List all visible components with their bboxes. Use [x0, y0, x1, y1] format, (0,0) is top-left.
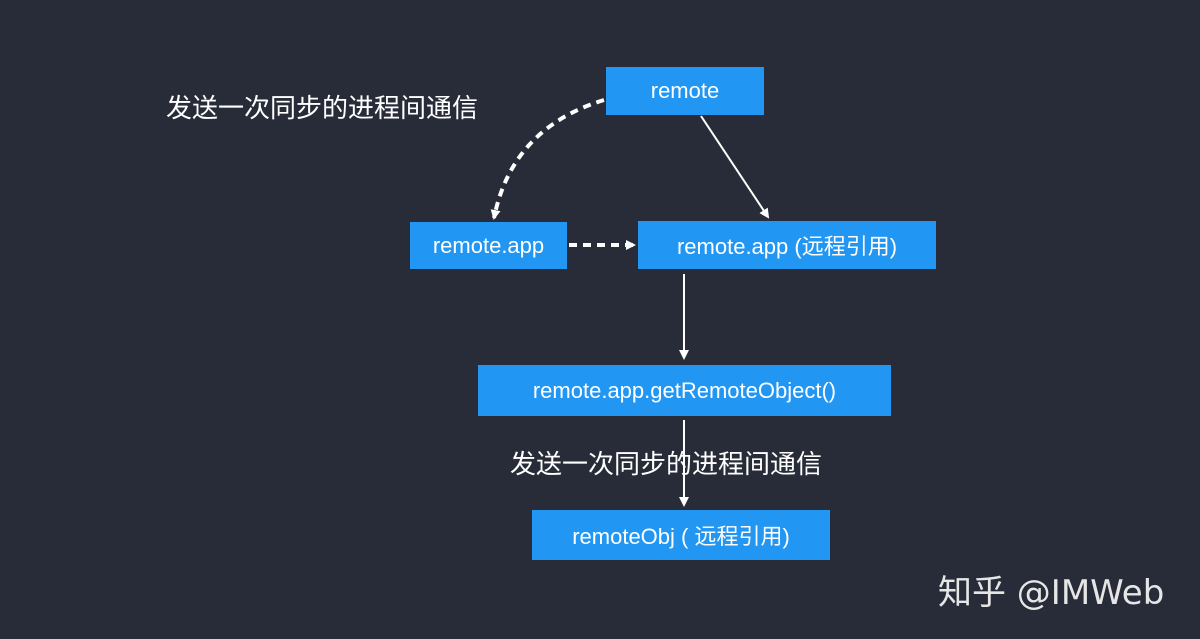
dashed-arrow-remote-to-app: [490, 98, 605, 220]
node-remote: remote: [606, 67, 764, 115]
node-remote-app: remote.app: [410, 222, 567, 269]
caption-sync-ipc-top: 发送一次同步的进程间通信: [166, 94, 479, 124]
node-remote-obj: remoteObj ( 远程引用): [532, 510, 830, 560]
node-get-remote-object: remote.app.getRemoteObject(): [478, 365, 891, 416]
node-remote-app-ref: remote.app (远程引用): [638, 221, 936, 269]
watermark: 知乎 @IMWeb: [938, 573, 1165, 613]
arrow-remote-to-app-ref: [700, 115, 770, 219]
caption-sync-ipc-middle: 发送一次同步的进程间通信: [510, 450, 823, 480]
